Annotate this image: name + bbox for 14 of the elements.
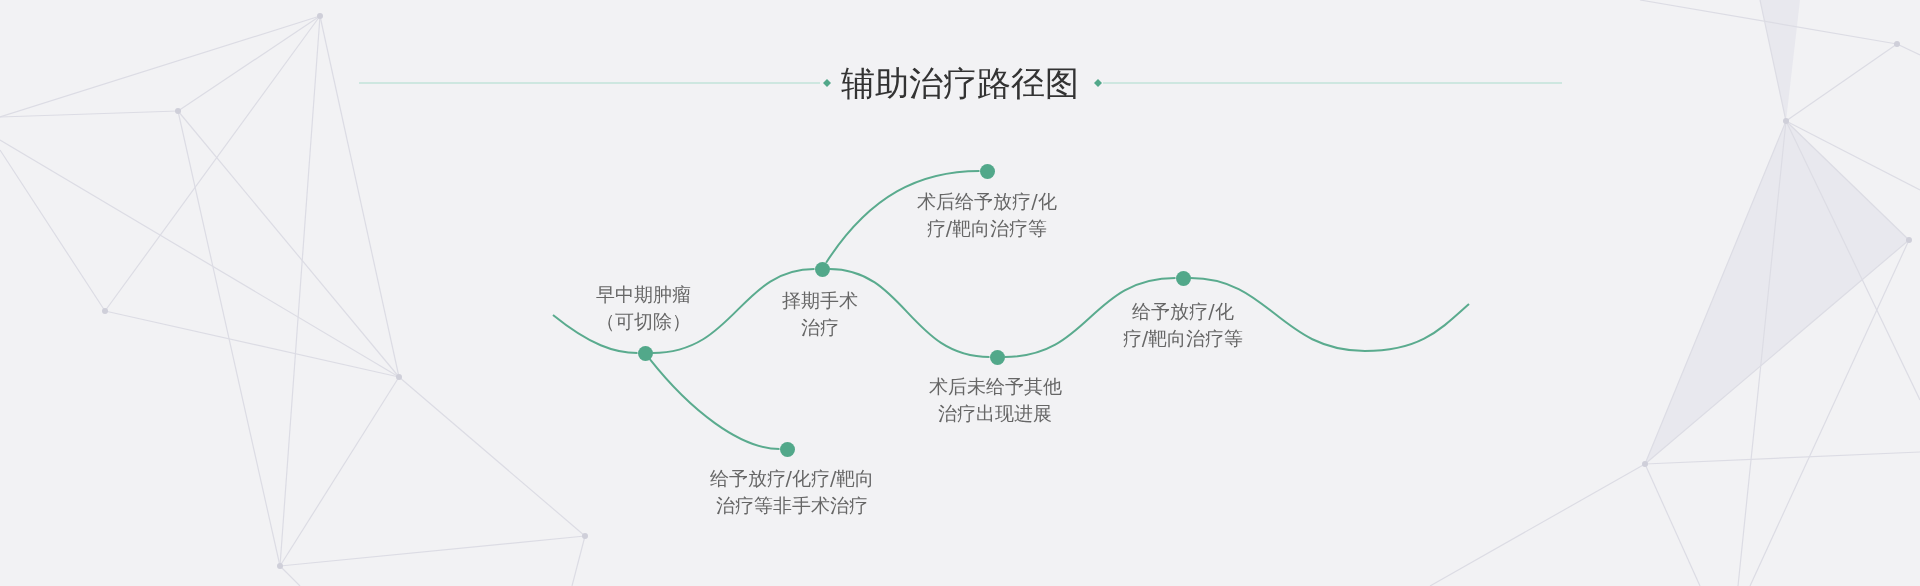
path-curve	[648, 357, 781, 450]
step-label: 给予放疗/化疗/靶向治疗等非手术治疗	[709, 466, 875, 518]
path-curve	[1003, 277, 1177, 358]
title: 辅助治疗路径图	[841, 62, 1079, 104]
step-label: 术后给予放疗/化疗/靶向治疗等	[917, 189, 1057, 241]
path-curve	[825, 170, 981, 264]
path-curve	[552, 314, 639, 354]
path-curve	[1189, 277, 1470, 352]
step-label: 择期手术治疗	[782, 288, 858, 340]
step-label: 早中期肿瘤（可切除）	[595, 282, 691, 334]
step-label: 给予放疗/化疗/靶向治疗等	[1122, 299, 1244, 351]
path-curve	[651, 268, 816, 354]
step-label: 术后未给予其他治疗出现进展	[928, 374, 1062, 426]
path-curve	[828, 268, 991, 358]
